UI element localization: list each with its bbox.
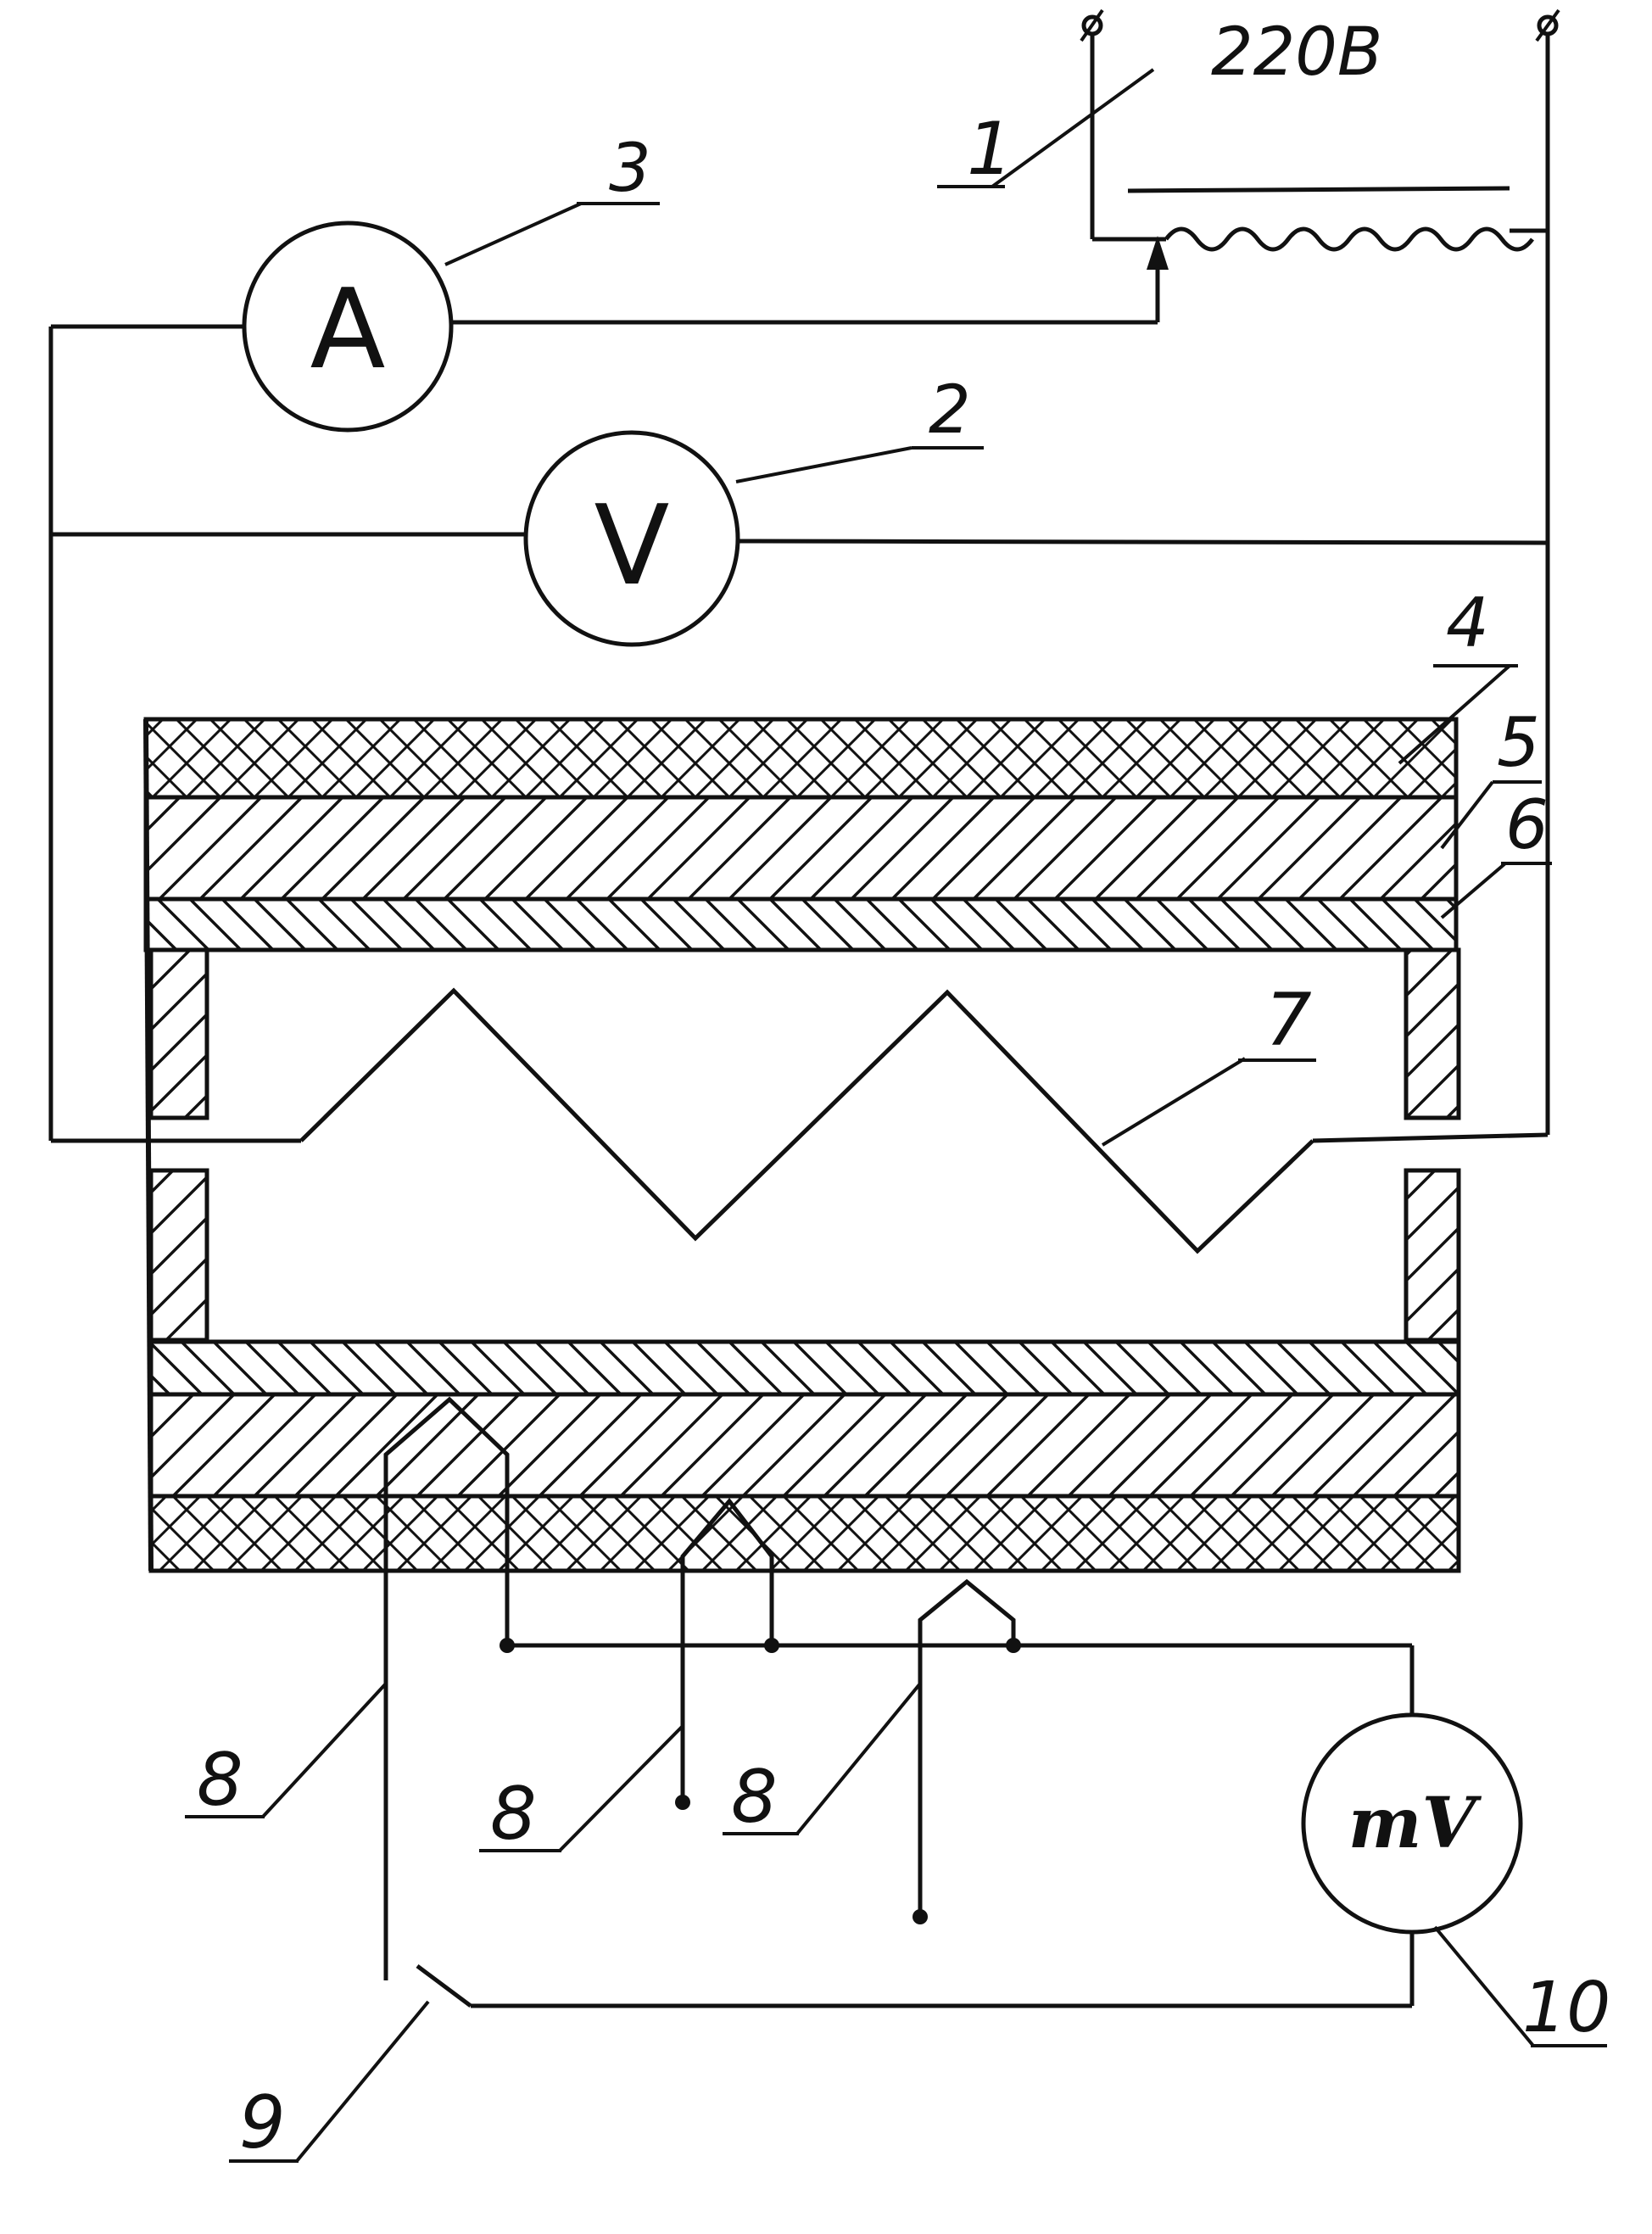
top-middle-layer: [143, 795, 1459, 902]
ammeter: A: [242, 221, 454, 433]
callout-rheostat: 1: [967, 107, 1013, 192]
callout-thermocouple-1: 8: [197, 1738, 243, 1823]
callout-ammeter: 3: [609, 131, 651, 207]
callout-thermocouple-2: 8: [490, 1772, 537, 1857]
callout-thermocouple-3: 8: [731, 1755, 778, 1840]
bottom-middle-layer: [148, 1392, 1461, 1499]
top-inner-layer: [143, 896, 1459, 952]
callout-heater: 7: [1265, 978, 1312, 1063]
heater-coil: [51, 987, 1549, 1254]
callout-layer-middle: 5: [1497, 703, 1540, 782]
right-end-cap-upper: [1404, 947, 1461, 1120]
callout-millivoltmeter: 10: [1522, 1968, 1610, 2048]
specimen-cross-section: [143, 717, 1461, 1573]
bottom-outer-layer: [148, 1494, 1461, 1573]
rheostat: [1092, 186, 1548, 322]
voltmeter: V: [523, 430, 740, 647]
right-end-cap-lower: [1404, 1168, 1461, 1343]
left-end-cap-upper: [148, 947, 209, 1120]
millivoltmeter: mV: [1301, 1712, 1523, 1935]
callout-layer-inner: 6: [1505, 785, 1549, 864]
callout-layer-outer: 4: [1446, 584, 1489, 662]
callout-voltmeter: 2: [929, 372, 971, 449]
millivoltmeter-symbol: mV: [1348, 1783, 1482, 1864]
selector-switch: [416, 1963, 472, 2008]
supply-terminals: [1080, 8, 1560, 543]
left-end-cap-lower: [148, 1168, 209, 1343]
bottom-inner-layer: [148, 1339, 1461, 1397]
supply-voltage-label: 220В: [1211, 14, 1382, 91]
ammeter-symbol: A: [310, 265, 386, 394]
thermocouples: [383, 1396, 1415, 1980]
top-outer-layer: [143, 717, 1459, 800]
voltmeter-symbol: V: [594, 481, 670, 610]
callout-switch: 9: [239, 2080, 286, 2165]
